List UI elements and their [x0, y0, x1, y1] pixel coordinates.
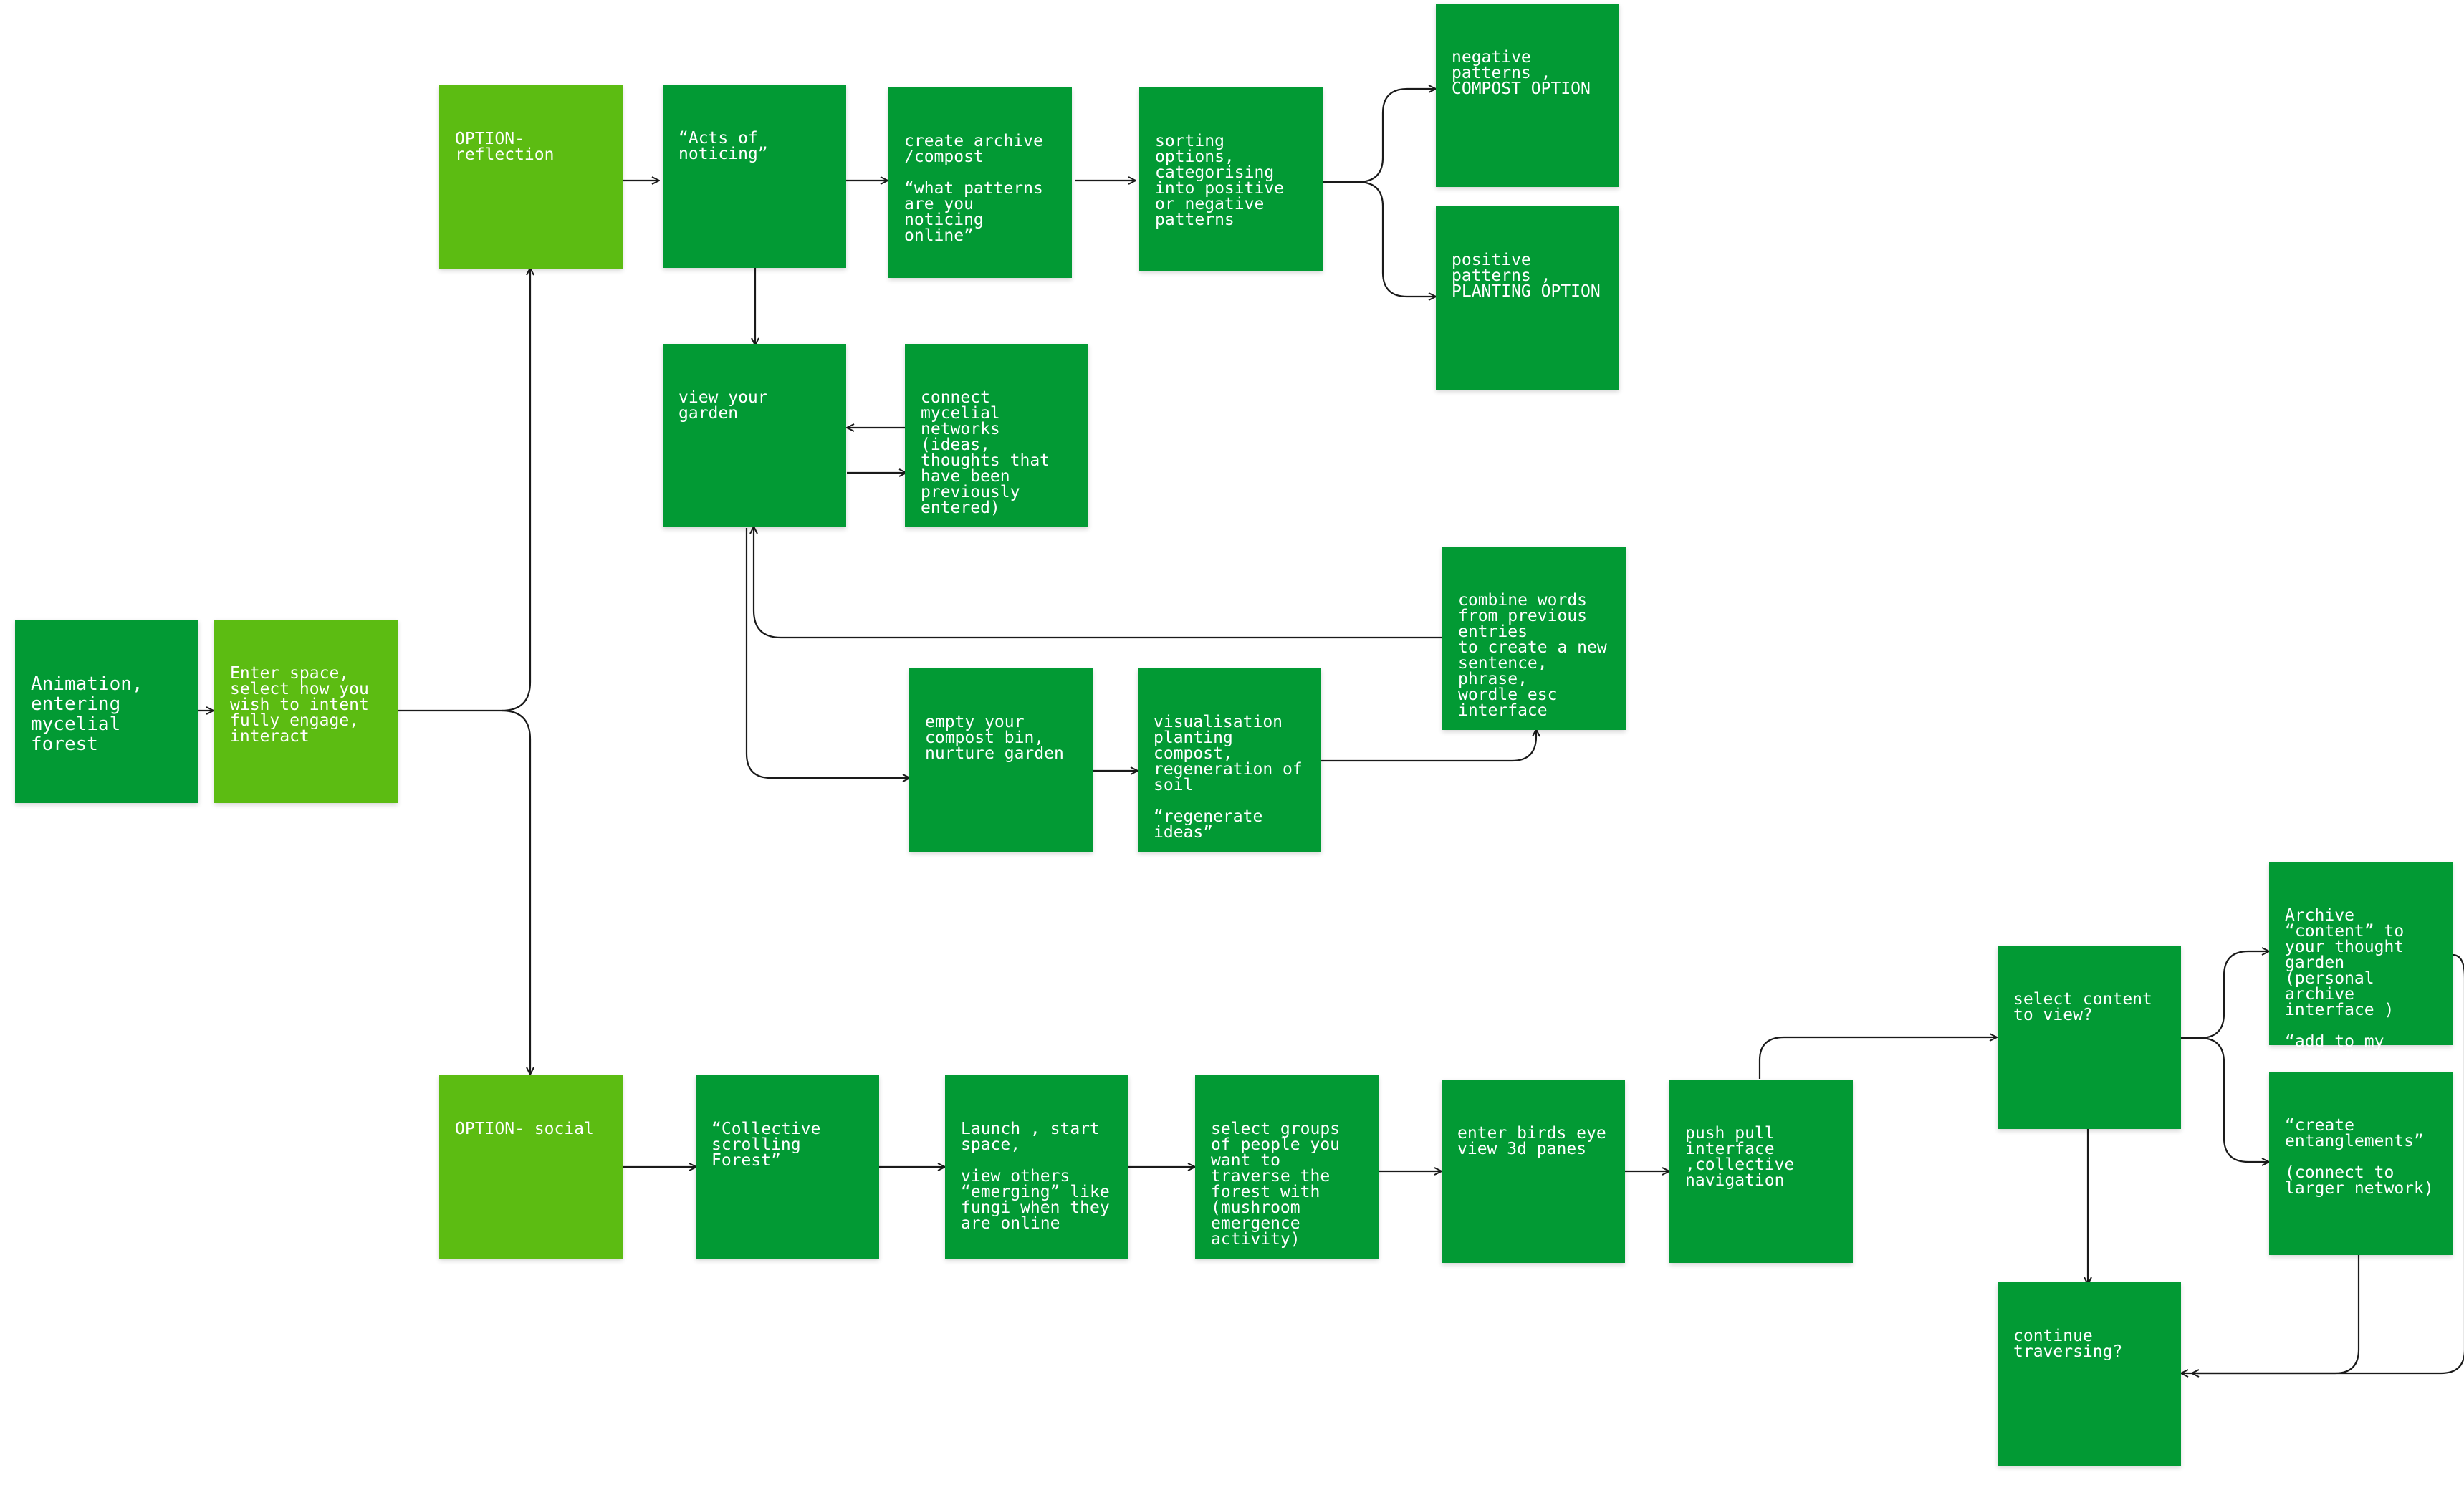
note-acts-of-noticing[interactable]: “Acts of noticing” [663, 85, 846, 268]
connector-select-to-entanglements [2199, 1037, 2269, 1162]
note-text: select groups of people you want to trav… [1211, 1120, 1341, 1249]
note-text: sorting options, categorising into posit… [1155, 132, 1285, 229]
note-animation-entering-forest[interactable]: Animation, entering mycelial forest [15, 620, 198, 803]
note-text: Enter space, select how you wish to inte… [230, 664, 369, 746]
note-text: Archive “content” to your thought garden… [2285, 906, 2405, 1067]
note-continue-traversing[interactable]: continue traversing? [1998, 1282, 2181, 1466]
note-text: connect mycelial networks (ideas, though… [921, 388, 1050, 517]
note-text: continue traversing? [2013, 1327, 2123, 1361]
note-sorting-options[interactable]: sorting options, categorising into posit… [1139, 87, 1323, 271]
note-text: push pull interface ,collective navigati… [1685, 1124, 1795, 1190]
connector-entanglements-to-continue [2181, 1254, 2360, 1373]
connector-combine-to-garden [754, 527, 1442, 639]
note-text: combine words from previous entries to c… [1458, 591, 1607, 720]
connector-pushpull-to-select [1758, 1037, 1997, 1079]
note-launch-start-space[interactable]: Launch , start space, view others “emerg… [945, 1075, 1128, 1259]
note-negative-patterns[interactable]: negative patterns , COMPOST OPTION [1436, 4, 1619, 187]
note-archive-content[interactable]: Archive “content” to your thought garden… [2269, 862, 2453, 1066]
note-text: select content to view? [2013, 990, 2152, 1024]
note-create-entanglements[interactable]: “create entanglements” (connect to large… [2269, 1072, 2453, 1255]
note-text: positive patterns , PLANTING OPTION [1452, 251, 1601, 301]
note-text: OPTION- social [455, 1120, 594, 1138]
note-birds-eye-view[interactable]: enter birds eye view 3d panes [1442, 1080, 1625, 1263]
note-select-groups[interactable]: select groups of people you want to trav… [1195, 1075, 1379, 1259]
note-text: visualisation planting compost, regenera… [1154, 713, 1303, 842]
note-text: “Collective scrolling Forest” [711, 1120, 821, 1170]
connector-select-to-archive [2181, 951, 2269, 1039]
note-text: OPTION- reflection [455, 130, 555, 164]
note-create-archive-compost[interactable]: create archive /compost “what patterns a… [888, 87, 1072, 278]
note-combine-words[interactable]: combine words from previous entries to c… [1442, 547, 1626, 730]
note-collective-scrolling-forest[interactable]: “Collective scrolling Forest” [696, 1075, 879, 1259]
note-empty-compost-bin[interactable]: empty your compost bin, nurture garden [909, 668, 1093, 852]
note-text: Launch , start space, view others “emerg… [961, 1120, 1110, 1233]
connector-visualisation-to-combine [1321, 729, 1536, 762]
connector-enter-to-reflection [398, 268, 530, 712]
connector-garden-to-empty [745, 528, 910, 778]
note-text: Animation, entering mycelial forest [31, 673, 143, 755]
note-connect-mycelial-networks[interactable]: connect mycelial networks (ideas, though… [905, 344, 1088, 527]
note-option-reflection[interactable]: OPTION- reflection [439, 85, 623, 269]
note-visualisation-planting[interactable]: visualisation planting compost, regenera… [1138, 668, 1321, 852]
note-text: enter birds eye view 3d panes [1457, 1124, 1606, 1158]
connector-archive-to-continue [2192, 953, 2464, 1373]
note-push-pull-interface[interactable]: push pull interface ,collective navigati… [1669, 1080, 1853, 1263]
connector-sorting-to-positive [1357, 181, 1436, 297]
note-text: “create entanglements” (connect to large… [2285, 1116, 2434, 1198]
note-text: empty your compost bin, nurture garden [925, 713, 1064, 763]
note-text: view your garden [679, 388, 768, 423]
note-positive-patterns[interactable]: positive patterns , PLANTING OPTION [1436, 206, 1619, 390]
note-select-content[interactable]: select content to view? [1998, 946, 2181, 1129]
connector-enter-to-social [501, 709, 530, 1075]
note-text: create archive /compost “what patterns a… [904, 132, 1043, 245]
note-enter-space[interactable]: Enter space, select how you wish to inte… [214, 620, 398, 803]
connector-sorting-to-negative [1323, 89, 1436, 183]
note-option-social[interactable]: OPTION- social [439, 1075, 623, 1259]
note-view-your-garden[interactable]: view your garden [663, 344, 846, 527]
note-text: negative patterns , COMPOST OPTION [1452, 48, 1591, 98]
note-text: “Acts of noticing” [679, 129, 768, 163]
